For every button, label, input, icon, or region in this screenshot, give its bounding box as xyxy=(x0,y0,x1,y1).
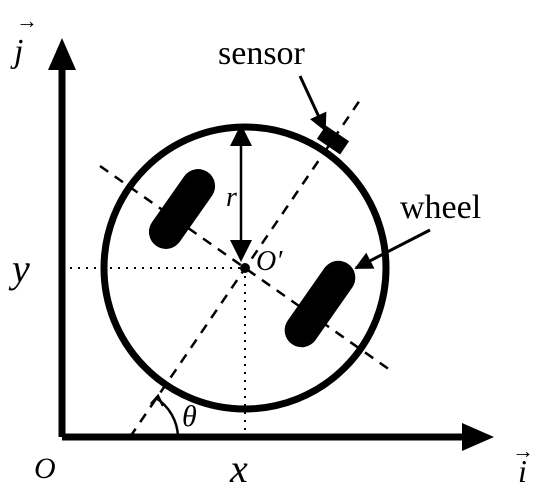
radius-arrowhead-bottom xyxy=(230,240,252,262)
heading-angle-arc xyxy=(155,396,180,438)
x-unit-vector-label: i xyxy=(518,453,527,489)
left-wheel xyxy=(148,169,216,249)
radius-label: r xyxy=(226,182,237,213)
wheel-callout-label: wheel xyxy=(400,189,481,226)
sensor-block xyxy=(316,125,350,155)
radius-arrowhead-top xyxy=(230,124,252,146)
axis-labels: j → i → O xyxy=(10,8,534,489)
x-axis-arrowhead xyxy=(462,423,494,451)
position-guides: y x xyxy=(8,246,248,491)
heading-angle-arc-tick xyxy=(150,393,165,407)
robot: O′ r θ xyxy=(99,99,391,438)
callouts: sensor wheel xyxy=(218,35,481,270)
center-label: O′ xyxy=(256,246,283,277)
y-unit-vector-arrow: → xyxy=(16,8,38,33)
robot-body-circle xyxy=(100,123,390,413)
coordinate-axes xyxy=(48,38,494,451)
x-position-label: x xyxy=(229,446,248,491)
y-axis-arrowhead xyxy=(48,38,76,70)
wheel-axis-dashed-line xyxy=(99,164,391,372)
wheel-callout-arrow xyxy=(354,228,431,270)
origin-label: O xyxy=(34,452,56,485)
x-unit-vector-arrow: → xyxy=(512,438,534,463)
y-unit-vector-label: j xyxy=(10,33,23,70)
heading-angle-label: θ xyxy=(182,400,197,433)
right-wheel xyxy=(284,260,356,348)
sensor-callout-label: sensor xyxy=(218,35,306,72)
y-position-label: y xyxy=(8,246,30,291)
sensor-callout-arrow xyxy=(298,75,327,132)
center-point xyxy=(240,263,250,273)
